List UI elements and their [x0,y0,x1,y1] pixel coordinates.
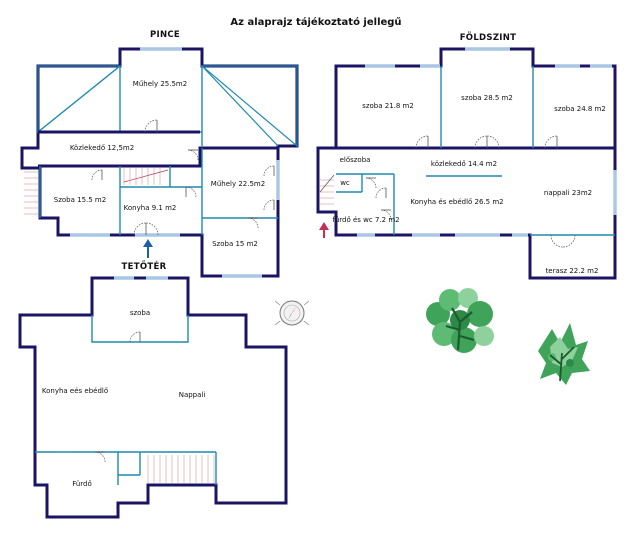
pince-hatch-right [200,65,298,148]
room-label: Nappali [179,391,206,399]
floor-heading-foldszint: FÖLDSZINT [460,32,517,43]
room-label: fürdő és wc 7.2 m2 [332,215,399,224]
floor-foldszint: FÖLDSZINT [316,32,617,280]
room-label: Műhely 25.5m2 [133,79,187,88]
room-label: Konyha és ebédlő 26.5 m2 [410,197,503,206]
page-title: Az alaprajz tájékoztató jellegű [230,16,401,28]
room-label: Szoba 15 m2 [212,240,258,248]
floor-pince: PINCE [20,30,299,278]
floor-tetoter: TETŐTÉR szoba [18,260,288,519]
room-label: terasz 22.2 m2 [546,267,599,275]
room-label: wc [340,179,350,187]
floor-heading-pince: PINCE [150,30,180,40]
room-label: Fürdő [72,479,92,488]
room-label: Konyha eés ebédlő [42,386,108,395]
room-label: Műhely 22.5m2 [211,179,265,188]
foldszint-stairs [319,174,335,205]
room-label: közlekedő 14.4 m2 [431,159,497,168]
entry-arrow-icon [143,239,153,258]
room-label: Konyha 9.1 m2 [124,204,177,212]
room-label: előszoba [340,155,371,164]
tetoter-outer-wall [18,276,288,519]
room-label: Szoba 15.5 m2 [54,196,106,204]
room-label: szoba [130,309,150,317]
pince-stairs [24,168,169,215]
compass-icon [274,300,310,326]
room-label: nappali 23m2 [544,189,592,197]
tree-icon [426,288,494,353]
room-label: szoba 21.8 m2 [362,102,414,110]
entry-arrow-icon [319,222,329,238]
tree-icon [538,323,590,385]
room-label: szoba 24.8 m2 [554,105,606,113]
room-label: szoba 28.5 m2 [461,94,513,102]
floor-heading-tetoter: TETŐTÉR [122,260,167,272]
tetoter-stairs [147,455,215,483]
room-label: Közlekedő 12,5m2 [70,143,134,152]
